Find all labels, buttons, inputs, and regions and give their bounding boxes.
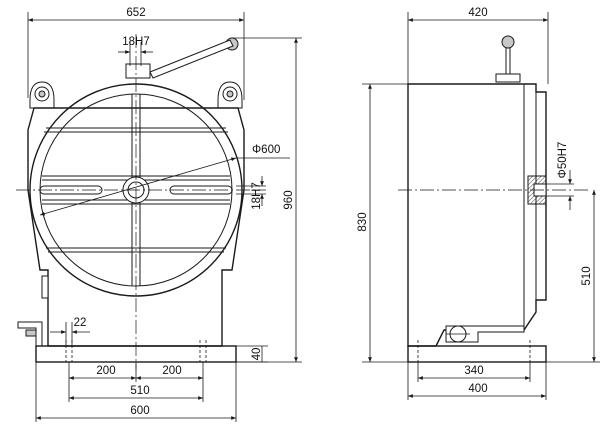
dim-overall-width: 652	[27, 7, 245, 100]
dim-side-base-depth-label: 400	[468, 383, 487, 395]
dim-slot-top: 18H7	[118, 36, 153, 66]
left-plug	[41, 275, 49, 299]
side-handle	[495, 35, 521, 83]
dim-overall-height-label: 960	[283, 190, 295, 209]
dim-table-diameter-label: Φ600	[252, 144, 280, 156]
dim-center-height-total-label: 830	[357, 212, 369, 231]
dim-slot-spacing-small-label: 22	[74, 317, 87, 329]
handle-lever	[125, 37, 239, 79]
front-view: 652 18H7 960	[16, 7, 302, 422]
side-view: 420	[357, 7, 600, 400]
dim-slot-spacing-small: 22	[50, 317, 90, 346]
side-worm-housing	[445, 325, 525, 343]
dim-base-height: 40	[236, 345, 268, 363]
side-base	[407, 340, 547, 363]
dim-bolt-spacing-right-label: 200	[162, 365, 181, 377]
dim-base-height-label: 40	[251, 348, 263, 361]
dim-depth: 420	[407, 7, 549, 84]
dim-bottom-front: 200 200 510 600	[35, 362, 237, 422]
dim-center-height-total: 830	[357, 83, 408, 363]
left-bracket	[17, 321, 43, 347]
dim-bolt-spacing-left-label: 200	[96, 365, 115, 377]
lifting-eye-left	[29, 81, 55, 109]
dim-base-hole-span-label: 510	[130, 385, 149, 397]
dim-center-height-label: 510	[581, 266, 593, 285]
dim-slot-side: 18H7	[236, 176, 266, 210]
dim-slot-side-label: 18H7	[251, 182, 263, 210]
dim-side-hole-span-label: 340	[464, 365, 483, 377]
side-body	[407, 83, 547, 347]
dim-center-height: 510	[546, 190, 600, 363]
dim-table-diameter: Φ600	[39, 144, 290, 216]
dim-bottom-side: 340 400	[407, 362, 547, 400]
dim-bore: Φ50H7	[546, 142, 574, 210]
dim-overall-width-label: 652	[126, 7, 145, 19]
dim-depth-label: 420	[468, 7, 487, 19]
lifting-eye-right	[217, 81, 243, 109]
dim-base-width-label: 600	[130, 405, 149, 417]
dim-bore-label: Φ50H7	[557, 142, 569, 179]
